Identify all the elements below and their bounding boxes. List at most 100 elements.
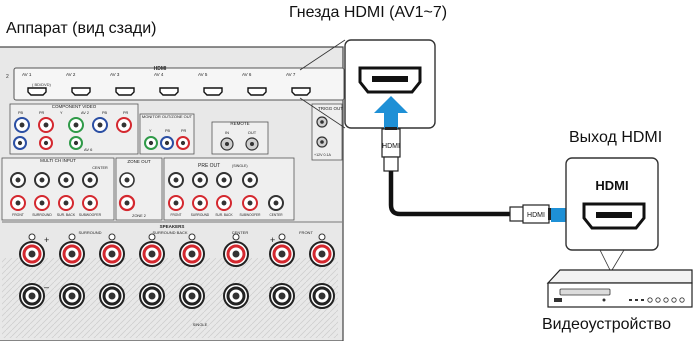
hdmi-port-label-6: AV 6 <box>242 72 252 77</box>
monitor-out-label: MONITOR OUT/ZONE OUT <box>142 114 193 119</box>
speaker-terminal-bottom-pin-8 <box>318 292 326 300</box>
hdmi-port-label-4: AV 4 <box>154 72 164 77</box>
speaker-marker-8 <box>318 233 326 241</box>
speaker-terminal-top-ring-4 <box>142 244 162 264</box>
speaker-terminals <box>19 233 335 309</box>
plus-sign: + <box>44 235 49 245</box>
hdmi-header: HDMI <box>154 66 167 72</box>
multi-label-2: SURROUND <box>32 213 52 217</box>
device-top <box>546 269 693 284</box>
speaker-marker-6 <box>232 233 240 241</box>
single-bottom-label: SINGLE <box>193 322 208 327</box>
speaker-terminal-bottom-pin-1 <box>28 292 36 300</box>
speaker-terminal-top-pin-2 <box>68 250 76 258</box>
plug-label-top: HDMI <box>382 143 400 150</box>
arrow-up <box>374 96 408 129</box>
speaker-terminal-bottom-ring-6 <box>226 286 246 306</box>
multi-jack-top-1-pin <box>15 177 21 183</box>
multi-jack-bottom-2-pin <box>39 200 45 206</box>
component-jack-3-pin <box>73 122 79 128</box>
speaker-terminal-bottom-pin-4 <box>148 292 156 300</box>
hdmi-port-label-7: AV 7 <box>286 72 296 77</box>
unit-rear-caption: Аппарат (вид сзади) <box>6 20 157 37</box>
speaker-terminal-top-pin-4 <box>148 250 156 258</box>
pre-jack-top-3-pin <box>221 177 227 183</box>
component-jack-1-pin <box>19 122 25 128</box>
zoom-line-bottom <box>299 97 346 129</box>
speaker-terminal-bottom-pin-5 <box>188 292 196 300</box>
power-button <box>554 298 562 302</box>
zone-out-label: ZONE OUT <box>127 159 151 164</box>
hdmi-port-2 <box>71 87 91 96</box>
pre-label-4: SUBWOOFER <box>240 213 262 217</box>
component-label-5: PB <box>102 111 108 115</box>
multi-label-3: SUR. BACK <box>57 213 76 217</box>
speaker-terminal-top-ring-6 <box>226 244 246 264</box>
hdmi-port-6 <box>247 87 267 96</box>
minus-sign-right: – <box>270 282 275 292</box>
pre-label-3: SUR. BACK <box>215 213 233 217</box>
multi-jack-top-2-pin <box>39 177 45 183</box>
component-label-2: PR <box>39 111 45 115</box>
speaker-terminal-top-pin-6 <box>232 250 240 258</box>
hdmi-port-3 <box>115 87 135 96</box>
hdmi-port-label-2: AV 2 <box>66 72 76 77</box>
speaker-terminal-bottom-pin-7 <box>278 292 286 300</box>
pre-label-5: CENTER <box>269 213 283 217</box>
component-jack-4-pin <box>97 122 103 128</box>
device-button-3 <box>663 297 669 303</box>
monitor-jack-3-pin <box>180 140 186 146</box>
multi-jack-bottom-3-pin <box>63 200 69 206</box>
pre-jack-top-1-pin <box>173 177 179 183</box>
device-hdmi-label: HDMI <box>595 178 628 193</box>
trigger-block: TRIGG OUT +12V 0.1A <box>311 103 343 161</box>
speaker-terminal-bottom-ring-1 <box>22 286 42 306</box>
callout-line-left <box>599 249 611 271</box>
spk-surround-label: SURROUND <box>78 230 101 235</box>
speaker-terminal-top-pin-3 <box>108 250 116 258</box>
speakers-block: SPEAKERS SURROUND SURROUND BACK CENTER F… <box>2 221 342 327</box>
minus-sign: – <box>44 282 49 292</box>
hdmi-cable <box>388 171 512 217</box>
speaker-marker-5 <box>188 233 196 241</box>
pre-jack-bottom-2-pin <box>197 200 203 206</box>
pre-jack-bottom-5-pin <box>273 200 279 206</box>
device-buttons <box>629 297 685 303</box>
component-video-label: COMPONENT VIDEO <box>52 104 97 109</box>
multi-ch-label: MULTI CH INPUT <box>40 158 76 163</box>
multi-label-4: SUBWOOFER <box>79 213 102 217</box>
speaker-terminal-bottom-ring-3 <box>102 286 122 306</box>
multi-jack-bottom-1-pin <box>15 200 21 206</box>
remote-block: REMOTE IN OUT <box>211 121 269 155</box>
spk-center-label: CENTER <box>232 230 249 235</box>
speaker-terminal-bottom-ring-5 <box>182 286 202 306</box>
device-button-5 <box>679 297 685 303</box>
speaker-marker-2 <box>68 233 76 241</box>
speaker-marker-4 <box>148 233 156 241</box>
hdmi-port-4 <box>159 87 179 96</box>
multi-jack-top-4-pin <box>87 177 93 183</box>
pre-jack-bottom-1-pin <box>173 200 179 206</box>
device-button-1 <box>647 297 653 303</box>
speaker-marker-7 <box>278 233 286 241</box>
component-jack-5-pin <box>121 122 127 128</box>
device-dot-3 <box>641 299 644 301</box>
speaker-terminal-bottom-pin-2 <box>68 292 76 300</box>
device-hdmi-callout: HDMI <box>565 157 659 271</box>
component-label-6: PR <box>123 111 129 115</box>
pre-label-2: SURROUND <box>191 213 210 217</box>
remote-label: REMOTE <box>230 121 249 126</box>
monitor-jack-2-pin <box>164 140 170 146</box>
video-device-caption: Видеоустройство <box>542 316 671 333</box>
trigger-sub-label: +12V 0.1A <box>314 153 331 157</box>
hdmi-port-5 <box>203 87 223 96</box>
speaker-terminal-top-ring-3 <box>102 244 122 264</box>
plug-label-right: HDMI <box>527 212 545 219</box>
plus-sign-right: + <box>270 235 275 245</box>
remote-out-label: OUT <box>248 130 257 135</box>
